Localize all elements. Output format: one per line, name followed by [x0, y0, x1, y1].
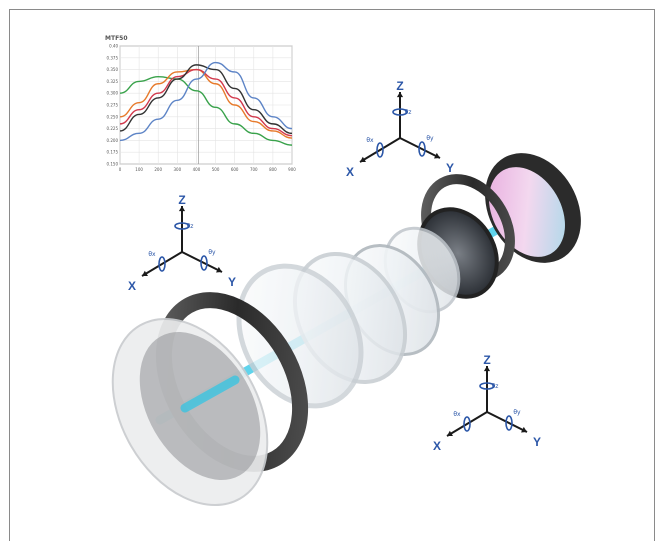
rotation-x-icon — [376, 142, 384, 158]
x-tick-label: 400 — [193, 167, 201, 172]
y-tick-label: 0.150 — [107, 162, 119, 167]
x-tick-label: 500 — [212, 167, 220, 172]
x-tick-label: 200 — [154, 167, 162, 172]
x-axis-line — [446, 411, 488, 437]
rotation-z-icon — [392, 108, 408, 116]
x-axis-line — [359, 137, 401, 163]
x-axis-label: X — [346, 165, 354, 179]
z-axis-label: Z — [483, 353, 490, 367]
y-tick-label: 0.325 — [107, 79, 119, 84]
y-axis-label: Y — [533, 435, 541, 449]
rotation-x-label: θx — [366, 137, 374, 144]
rotation-y-label: θy — [208, 249, 216, 256]
y-axis-label: Y — [446, 161, 454, 175]
x-tick-label: 300 — [174, 167, 182, 172]
rotation-x-icon — [463, 416, 471, 432]
y-axis-label: Y — [228, 275, 236, 289]
rotation-y-icon — [418, 141, 426, 157]
rear-lens-assembly — [383, 153, 581, 314]
chart-grid — [119, 45, 293, 165]
z-axis-label: Z — [178, 193, 185, 207]
y-tick-label: 0.175 — [107, 150, 119, 155]
rotation-y-label: θy — [426, 135, 434, 142]
y-axis-line — [486, 411, 528, 433]
y-axis-arrowhead — [216, 266, 222, 273]
triad-left: Z X Yθz θx θy — [128, 193, 236, 293]
x-axis-arrowhead — [360, 156, 366, 163]
light-beam-front — [180, 375, 240, 413]
series-line-4 — [119, 64, 293, 135]
middle-lens-1 — [236, 263, 364, 409]
rotation-z-icon — [479, 382, 495, 390]
mtf-chart: MTF50 0.40 0.375 0.350 0.325 0.300 0.275 0.250… — [105, 35, 296, 172]
z-axis-arrowhead — [178, 206, 186, 212]
series-line-5 — [119, 61, 293, 142]
z-axis-label: Z — [396, 79, 403, 93]
y-tick-label: 0.350 — [107, 67, 119, 72]
y-tick-label: 0.275 — [107, 103, 119, 108]
rotation-x-icon — [158, 256, 166, 272]
x-tick-label: 900 — [288, 167, 296, 172]
y-axis-line — [181, 251, 223, 273]
series-line-3 — [119, 68, 293, 137]
rotation-z-icon — [174, 222, 190, 230]
rotation-z-label: θz — [187, 223, 194, 230]
front-lens-assembly — [111, 292, 309, 507]
x-tick-label: 0 — [119, 167, 122, 172]
x-axis-line — [141, 251, 183, 277]
rotation-y-icon — [200, 255, 208, 271]
x-tick-label: 600 — [231, 167, 239, 172]
chart-ylabel: MTF50 — [105, 35, 128, 42]
front-glass-inner — [139, 332, 261, 480]
chart-x-ticks: 0 100 200 300 400 500 600 700 800 900 — [119, 167, 297, 172]
chart-lines — [119, 61, 293, 146]
y-axis-arrowhead — [434, 152, 440, 159]
x-axis-arrowhead — [447, 430, 453, 437]
y-tick-label: 0.250 — [107, 114, 119, 119]
x-axis-arrowhead — [142, 270, 148, 277]
middle-lens-group — [236, 244, 441, 409]
x-axis-label: X — [433, 439, 441, 453]
series-line-1 — [119, 75, 293, 146]
rotation-y-icon — [505, 415, 513, 431]
x-tick-label: 100 — [135, 167, 143, 172]
rotation-x-label: θx — [453, 411, 461, 418]
x-tick-label: 800 — [269, 167, 277, 172]
y-axis-line — [399, 137, 441, 159]
triad-bottom-right: Z X Yθz θx θy — [433, 353, 541, 453]
rotation-z-label: θz — [492, 383, 499, 390]
chart-y-ticks: 0.40 0.375 0.350 0.325 0.300 0.275 0.250 0.225 0… — [107, 44, 119, 167]
y-tick-label: 0.300 — [107, 91, 119, 96]
x-tick-label: 700 — [250, 167, 258, 172]
y-tick-label: 0.375 — [107, 55, 119, 60]
series-line-2 — [119, 68, 293, 139]
y-axis-arrowhead — [521, 426, 527, 433]
x-axis-label: X — [128, 279, 136, 293]
z-axis-arrowhead — [483, 366, 491, 372]
rotation-z-label: θz — [405, 109, 412, 116]
triad-top-right: Z X Yθz θx θy — [346, 79, 454, 179]
y-tick-label: 0.40 — [109, 44, 118, 49]
rotation-y-label: θy — [513, 409, 521, 416]
rotation-x-label: θx — [148, 251, 156, 258]
y-tick-label: 0.200 — [107, 138, 119, 143]
z-axis-arrowhead — [396, 92, 404, 98]
y-tick-label: 0.225 — [107, 126, 119, 131]
